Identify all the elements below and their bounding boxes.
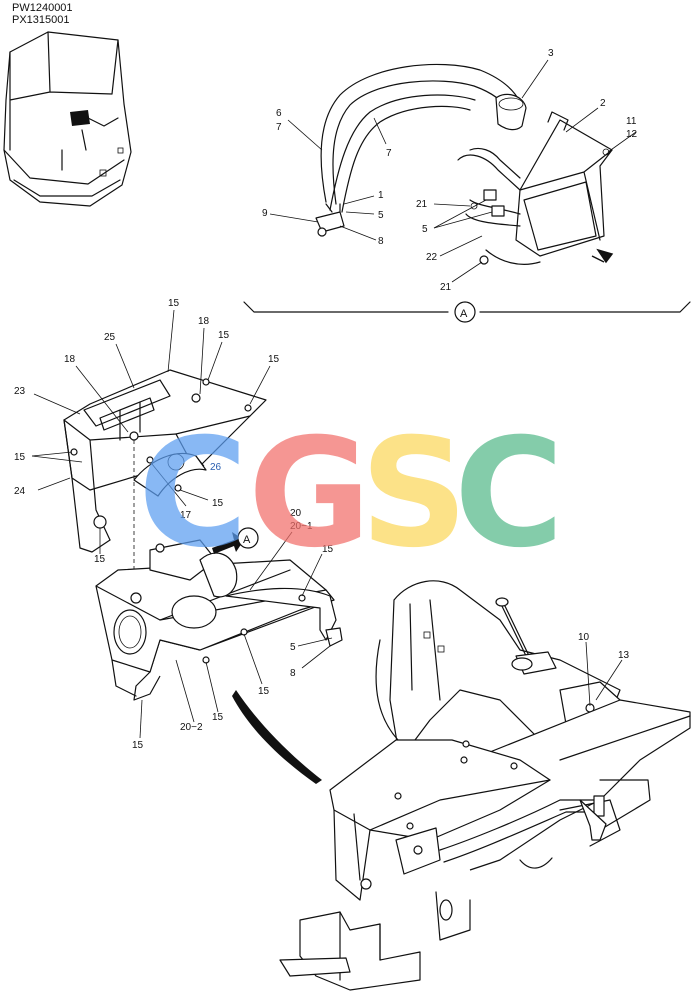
label-20-1: 20−1 (290, 521, 313, 532)
installation-pointer (232, 690, 322, 784)
label-18a: 18 (198, 316, 210, 327)
label-15b: 15 (218, 330, 230, 341)
label-10: 10 (578, 632, 590, 643)
label-5d: 5 (290, 642, 296, 653)
label-7a: 7 (276, 122, 282, 133)
label-21a: 21 (416, 199, 428, 210)
label-5a: 5 (378, 210, 384, 221)
label-15f: 15 (94, 554, 106, 565)
label-12: 12 (626, 129, 638, 140)
label-15g: 15 (322, 544, 334, 555)
label-1: 1 (378, 190, 384, 201)
detail-marker-a: A (460, 308, 468, 320)
label-8b: 8 (290, 668, 296, 679)
label-15c: 15 (268, 354, 280, 365)
label-2: 2 (600, 98, 606, 109)
label-3: 3 (548, 48, 554, 59)
label-20-2: 20−2 (180, 722, 203, 733)
watermark-letter-c1: C (138, 407, 248, 581)
label-23: 23 (14, 386, 26, 397)
middle-leaders (31, 309, 333, 739)
machine-thumbnail (3, 31, 132, 207)
watermark: C G S C (138, 407, 564, 581)
label-6: 6 (276, 108, 282, 119)
label-15i: 15 (212, 712, 224, 723)
label-22: 22 (426, 252, 438, 263)
label-18b: 18 (64, 354, 76, 365)
watermark-letter-s: S (360, 407, 468, 581)
label-25: 25 (104, 332, 116, 343)
machine-frame (279, 580, 691, 991)
label-17: 17 (180, 510, 192, 521)
label-5b: 5 (422, 224, 428, 235)
label-9: 9 (262, 208, 268, 219)
watermark-letter-g: G (248, 407, 371, 581)
detail-a-heater-core (243, 63, 691, 323)
label-21b: 21 (440, 282, 452, 293)
label-26: 26 (210, 462, 222, 473)
label-8a: 8 (378, 236, 384, 247)
label-15h: 15 (258, 686, 270, 697)
part-labels: 3 2 11 12 6 7 7 1 5 8 9 21 5 22 21 A 15 … (14, 48, 638, 751)
catalog-code-2: PX1315001 (12, 14, 70, 26)
label-7b: 7 (386, 148, 392, 159)
label-15e: 15 (212, 498, 224, 509)
detail-a-leaders (269, 59, 637, 283)
watermark-letter-c2: C (454, 407, 564, 581)
label-11: 11 (626, 116, 637, 127)
catalog-codes: PW1240001 PX1315001 (12, 2, 73, 26)
label-15a: 15 (168, 298, 180, 309)
label-13: 13 (618, 650, 630, 661)
catalog-code-1: PW1240001 (12, 2, 73, 14)
heater-unit (95, 527, 343, 701)
detail-marker-a-2: A (243, 534, 251, 546)
label-24: 24 (14, 486, 26, 497)
label-15j: 15 (132, 740, 144, 751)
label-15d: 15 (14, 452, 26, 463)
label-20: 20 (290, 508, 302, 519)
